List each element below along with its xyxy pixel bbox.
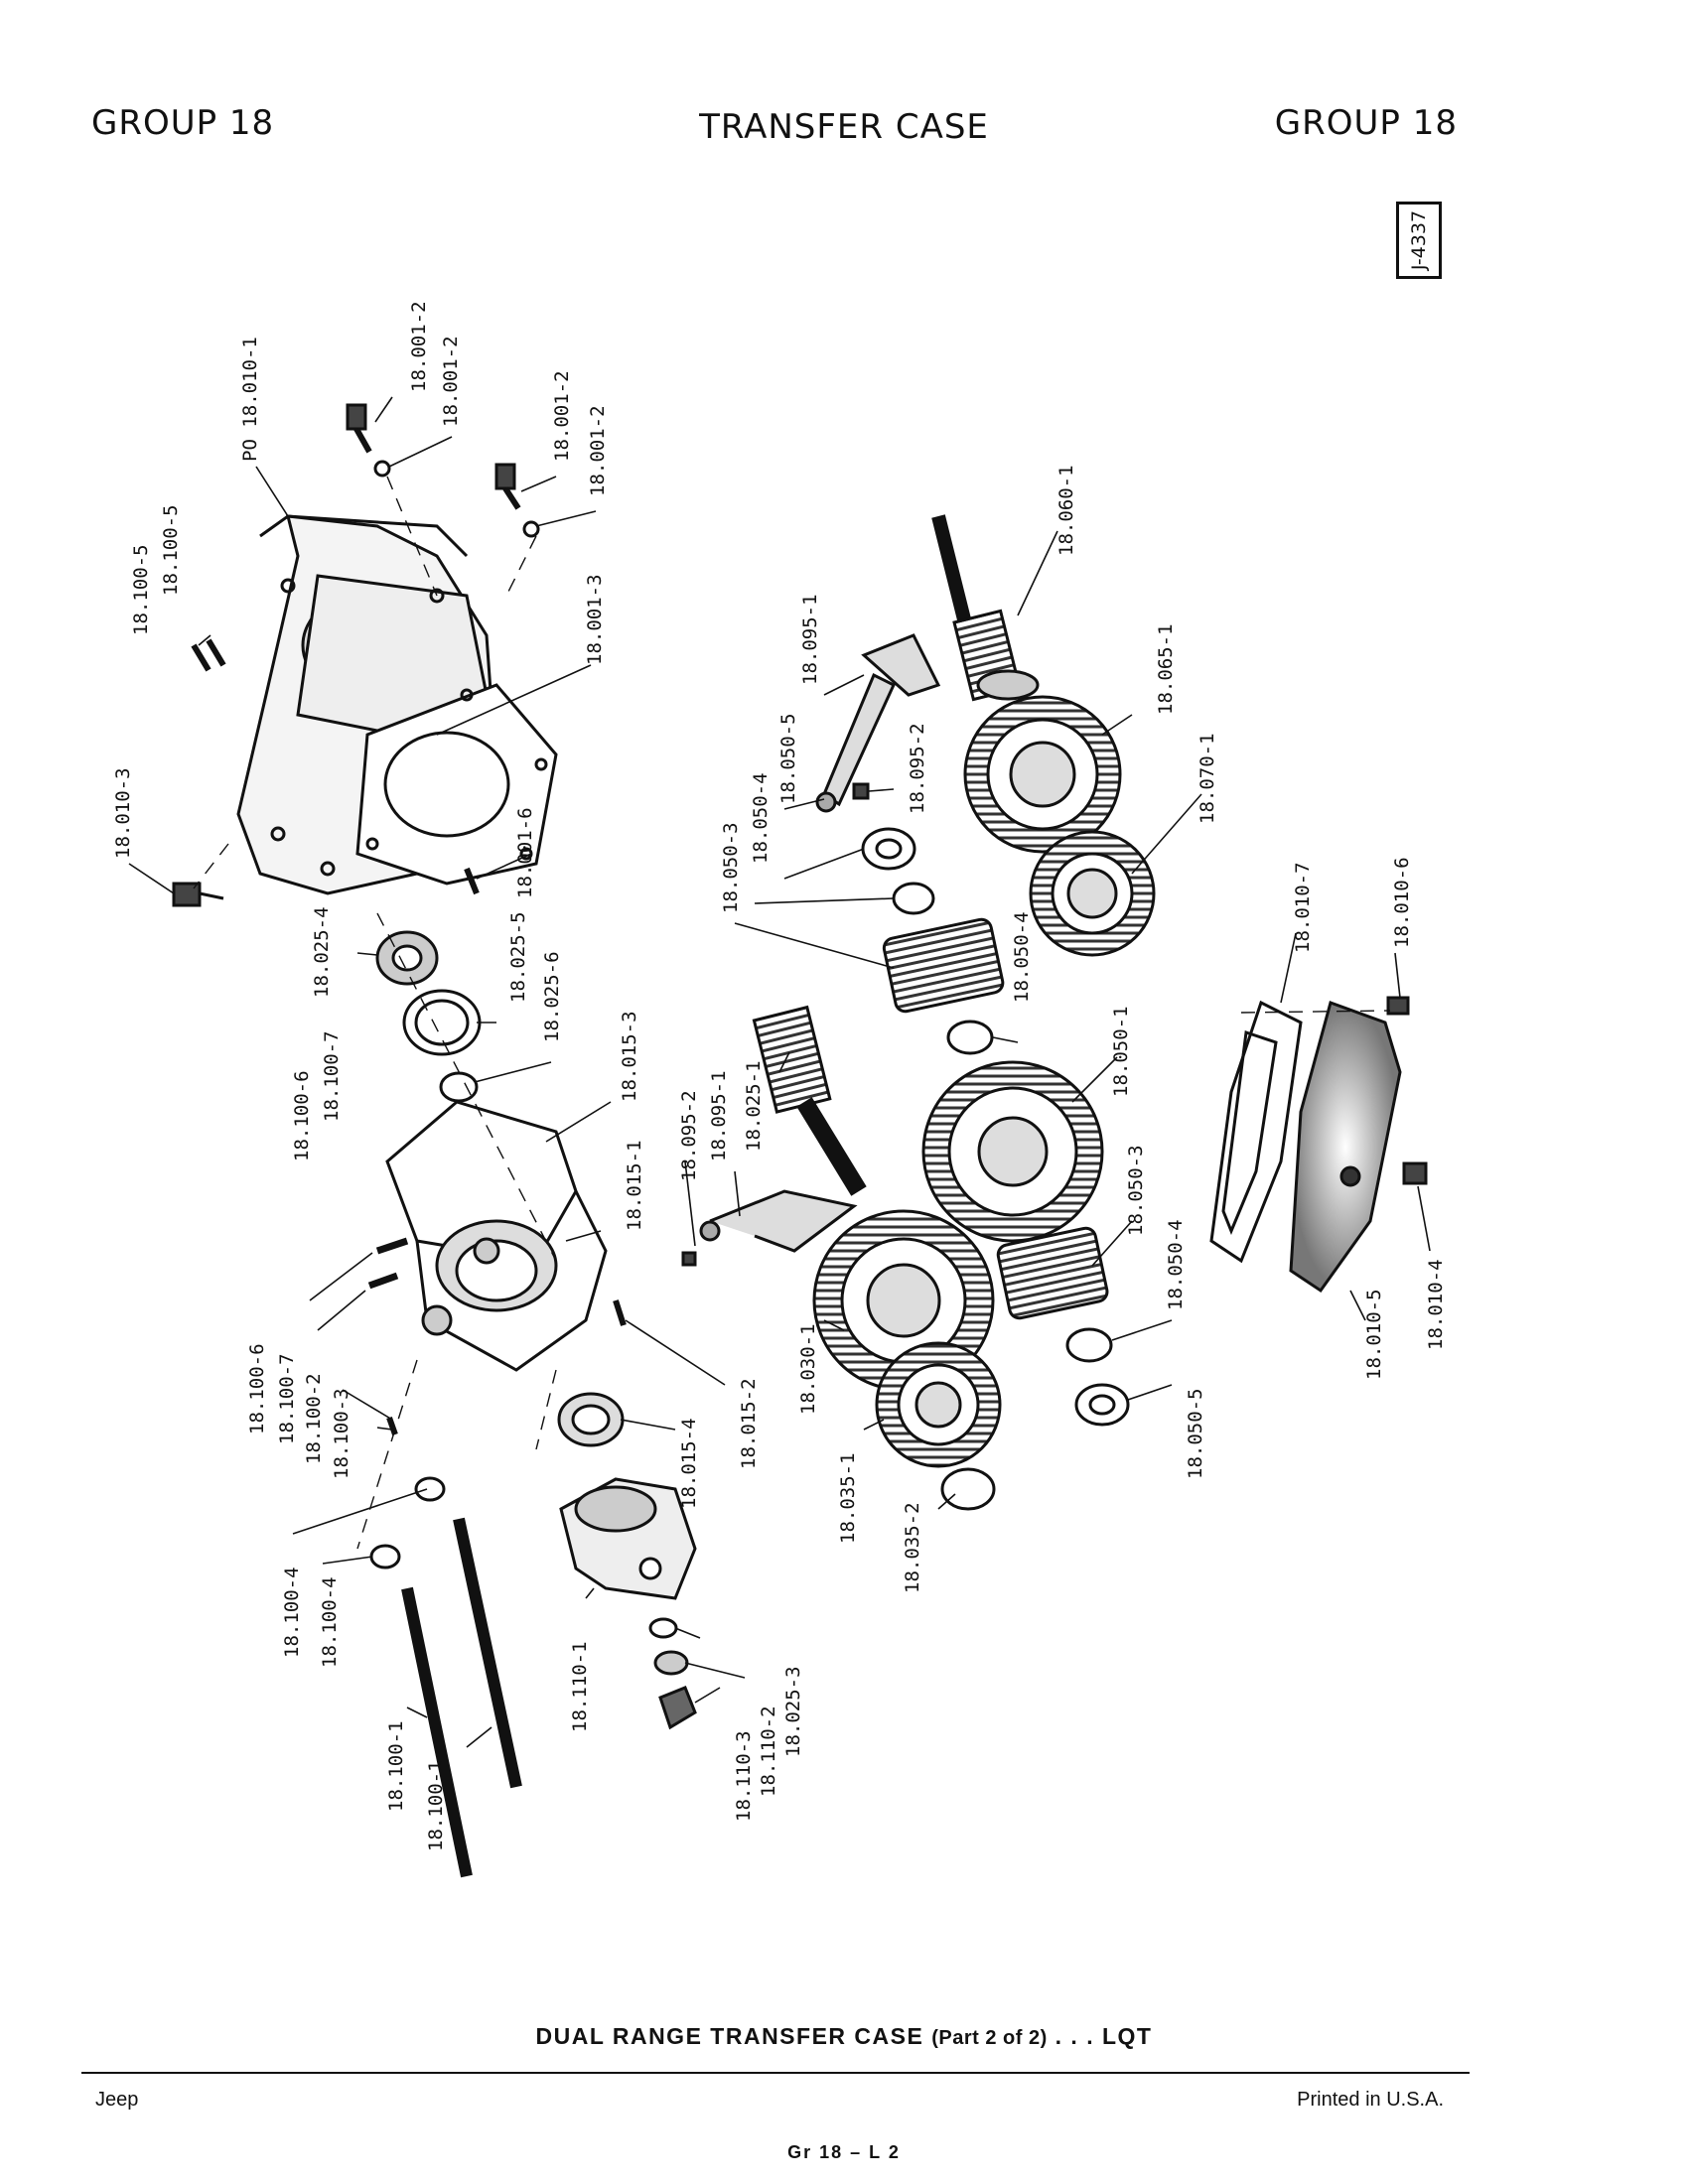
- callout-label: 18.010-5: [1363, 1289, 1385, 1380]
- exploded-parts-diagram: PO 18.010-1 18.001-2 18.001-2 18.001-2 1…: [112, 301, 1447, 1878]
- drain-plug-housing: [172, 867, 480, 907]
- callout-label: 18.001-2: [408, 301, 430, 392]
- callout-label: 18.030-1: [797, 1323, 819, 1415]
- callout-label: 18.015-1: [624, 1140, 645, 1231]
- rear-cover: [1289, 996, 1428, 1294]
- callout-label: 18.100-5: [160, 504, 182, 596]
- callout-label: 18.100-3: [331, 1388, 352, 1479]
- footer-printed: Printed in U.S.A.: [1297, 2089, 1444, 2111]
- callout-label: 18.110-1: [569, 1641, 591, 1732]
- callout-label: PO 18.010-1: [239, 337, 261, 462]
- callout-label: 18.050-1: [1110, 1006, 1132, 1097]
- callout-labels: PO 18.010-1 18.001-2 18.001-2 18.001-2 1…: [112, 301, 1447, 1851]
- leader-lines: [128, 396, 1431, 1748]
- callout-label: 18.001-2: [440, 336, 462, 427]
- callout-label: 18.001-2: [587, 405, 609, 496]
- rear-output-shaft: [931, 514, 1040, 702]
- gear-upper-small: [1029, 830, 1156, 957]
- callout-label: 18.001-6: [514, 807, 536, 898]
- callout-label: 18.035-2: [902, 1502, 923, 1593]
- footer-brand: Jeep: [95, 2089, 139, 2111]
- header-group-left: GROUP 18: [91, 103, 275, 143]
- callout-label: 18.050-3: [1125, 1145, 1147, 1236]
- intermediate-gear: [921, 1060, 1104, 1243]
- callout-label: 18.025-6: [541, 951, 563, 1042]
- callout-label: 18.025-4: [311, 906, 333, 998]
- callout-label: 18.100-1: [425, 1760, 447, 1851]
- caption-code: . . . LQT: [1055, 2023, 1153, 2049]
- bolts-top: [191, 403, 540, 672]
- assembly-centerlines: [193, 476, 1391, 1550]
- callout-label: 18.050-4: [750, 772, 772, 864]
- shift-fork-lower: [681, 1189, 858, 1267]
- callout-label: 18.025-3: [782, 1666, 804, 1757]
- callout-label: 18.010-6: [1391, 857, 1413, 948]
- callout-label: 18.050-4: [1165, 1219, 1187, 1310]
- callout-label: 18.001-2: [551, 370, 573, 462]
- callout-label: 18.035-1: [837, 1452, 859, 1544]
- callout-label: 18.001-3: [584, 574, 606, 665]
- low-speed-gear: [875, 1341, 1002, 1468]
- housing-gasket: [355, 683, 558, 886]
- callout-label: 18.015-4: [678, 1418, 700, 1509]
- callout-label: 18.100-5: [130, 544, 152, 635]
- callout-label: 18.095-1: [708, 1070, 730, 1161]
- shift-fork-upper: [815, 633, 941, 813]
- callout-label: 18.095-1: [799, 594, 821, 685]
- callout-label: 18.095-2: [907, 723, 928, 814]
- snap-ring-lower: [1065, 1327, 1113, 1363]
- needle-roller-lower: [996, 1226, 1109, 1320]
- callout-label: 18.100-7: [321, 1030, 343, 1122]
- callout-label: 18.015-2: [738, 1378, 760, 1469]
- output-yoke: [559, 1477, 697, 1730]
- page-title: TRANSFER CASE: [699, 107, 989, 147]
- washer-upper: [861, 827, 935, 915]
- callout-label: 18.010-4: [1425, 1259, 1447, 1350]
- callout-label: 18.065-1: [1155, 623, 1177, 715]
- rear-cover-gasket: [1209, 1000, 1303, 1264]
- callout-label: 18.100-4: [281, 1567, 303, 1658]
- callout-label: 18.100-2: [303, 1373, 325, 1464]
- callout-label: 18.025-1: [743, 1060, 765, 1152]
- caption-main: DUAL RANGE TRANSFER CASE: [535, 2023, 924, 2049]
- needle-roller-upper: [882, 917, 1005, 1014]
- callout-label: 18.050-5: [1185, 1388, 1206, 1479]
- callout-label: 18.050-5: [777, 713, 799, 804]
- callout-label: 18.100-6: [246, 1343, 268, 1434]
- callout-label: 18.050-4: [1011, 911, 1033, 1003]
- header-group-right: GROUP 18: [1274, 103, 1458, 143]
- figure-caption: DUAL RANGE TRANSFER CASE (Part 2 of 2) .…: [0, 2023, 1688, 2050]
- figure-id-box: J-4337: [1396, 202, 1442, 279]
- callout-label: 18.100-1: [385, 1720, 407, 1812]
- snap-ring-upper: [946, 1020, 994, 1055]
- callout-label: 18.025-5: [507, 911, 529, 1003]
- callout-label: 18.100-7: [276, 1353, 298, 1444]
- callout-label: 18.010-3: [112, 767, 134, 859]
- callout-label: 18.070-1: [1196, 733, 1218, 824]
- callout-label: 18.100-4: [319, 1576, 341, 1668]
- footer-divider: [81, 2072, 1470, 2074]
- caption-part: (Part 2 of 2): [931, 2027, 1048, 2049]
- callout-label: 18.110-2: [758, 1706, 779, 1797]
- callout-label: 18.010-7: [1292, 862, 1314, 953]
- callout-label: 18.060-1: [1055, 465, 1077, 556]
- callout-label: 18.100-6: [291, 1070, 313, 1161]
- callout-label: 18.050-3: [720, 822, 742, 913]
- gear-upper-large: [963, 695, 1122, 854]
- callout-label: 18.095-2: [678, 1090, 700, 1181]
- bearing-assembly: [375, 930, 482, 1103]
- thrust-washer-lower: [1074, 1383, 1130, 1427]
- footer-page-number: Gr 18 – L 2: [787, 2142, 901, 2162]
- callout-label: 18.110-3: [733, 1730, 755, 1822]
- front-output-shaft: [752, 1005, 867, 1196]
- adapter-housing: [367, 1100, 627, 1447]
- thrust-washer: [940, 1467, 996, 1511]
- callout-label: 18.015-3: [619, 1011, 640, 1102]
